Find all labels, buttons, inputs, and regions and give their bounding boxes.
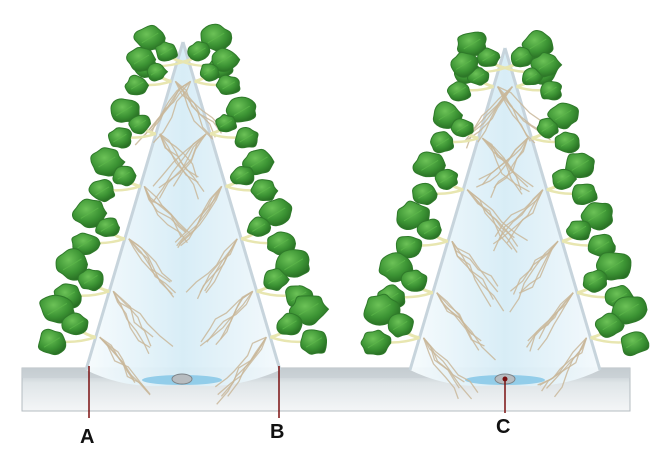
leafy-plant-icon <box>108 99 155 148</box>
label-a: A <box>80 426 94 448</box>
leafy-plant-icon <box>270 296 328 354</box>
leafy-plant-icon <box>38 295 95 354</box>
leafy-plant-icon <box>591 297 649 356</box>
leafy-plant-icon <box>532 103 580 153</box>
drip-emitter-icon <box>172 374 192 384</box>
label-c: C <box>496 416 510 438</box>
leafy-plant-icon <box>72 199 125 254</box>
leafy-plant-icon <box>89 148 140 202</box>
leafy-plant-icon <box>413 152 464 205</box>
leafy-plant-icon <box>396 201 448 258</box>
leafy-plant-icon <box>226 149 278 200</box>
leafy-plant-icon <box>562 203 615 257</box>
label-b: B <box>270 421 284 443</box>
leafy-plant-icon <box>241 199 295 255</box>
leafy-plant-icon <box>210 97 258 148</box>
a-frame-left <box>86 42 280 386</box>
leafy-plant-icon <box>361 294 419 355</box>
leafy-plant-icon <box>547 153 597 204</box>
leafy-plant-icon <box>431 102 479 153</box>
